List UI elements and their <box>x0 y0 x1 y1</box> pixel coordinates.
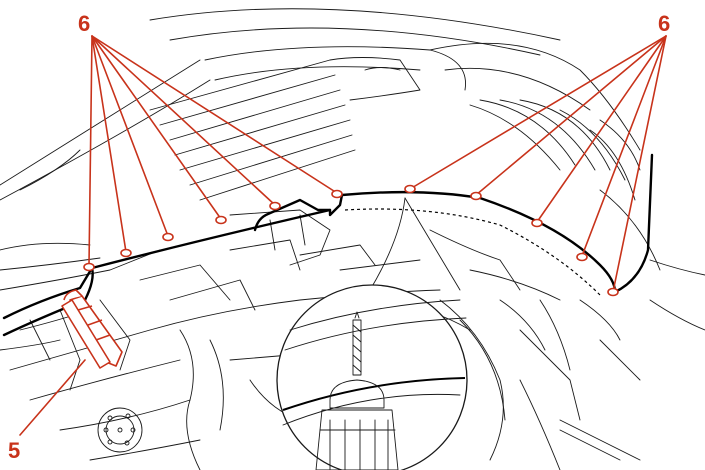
clip-icon <box>470 191 482 201</box>
clip-icon <box>331 189 343 199</box>
callout-leaders <box>19 35 667 436</box>
drill-bit-icon <box>315 311 399 470</box>
clip-icon <box>404 184 416 194</box>
clip-icon <box>120 248 132 258</box>
callout-6-right: 6 <box>658 11 670 36</box>
trim-removal-tool-icon <box>61 289 123 369</box>
trim-strip <box>2 153 654 337</box>
drill-bit-detail <box>276 197 468 470</box>
clip-icon <box>83 262 95 272</box>
callout-labels: 6 6 5 <box>8 11 670 463</box>
clip-icon <box>162 232 174 242</box>
clips <box>83 184 619 297</box>
clip-icon <box>531 218 543 228</box>
clip-icon <box>607 287 619 297</box>
callout-5: 5 <box>8 438 20 463</box>
clip-icon <box>576 252 588 262</box>
clip-icon <box>269 201 281 211</box>
clip-icon <box>215 215 227 225</box>
callout-6-left: 6 <box>78 11 90 36</box>
